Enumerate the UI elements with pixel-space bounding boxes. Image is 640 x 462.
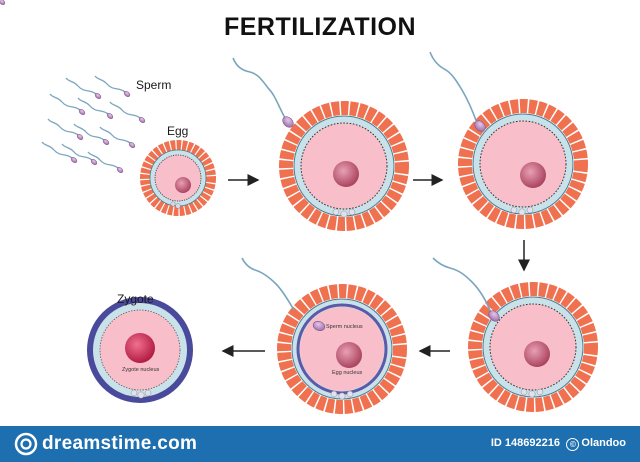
zygote-label: Zygote <box>117 292 154 306</box>
sperm-swarm <box>0 0 147 175</box>
egg-nucleus-label: Egg nucleus <box>332 370 363 376</box>
zygote-cell <box>87 297 193 403</box>
egg-cell-stage-2 <box>279 101 409 231</box>
fertilization-diagram: Sperm nucleus Egg nucleus Zygote nucleus <box>0 0 598 414</box>
egg-cell-small <box>140 140 216 216</box>
diagram-title: FERTILIZATION <box>223 13 417 41</box>
footer-author-name: Olandoo <box>581 437 626 449</box>
dreamstime-logo-icon <box>14 432 38 456</box>
egg-cell-stage-4 <box>468 282 598 412</box>
footer-site-name: dreamstime.com <box>42 433 198 454</box>
sperm-penetrating-3 <box>429 51 486 132</box>
sperm-cell <box>0 0 6 5</box>
sperm-penetrating-4 <box>432 257 500 322</box>
egg-label: Egg <box>167 124 189 138</box>
sperm-label: Sperm <box>136 78 172 92</box>
copyright-icon: © <box>566 438 580 451</box>
zygote-nucleus-label: Zygote nucleus <box>122 367 160 373</box>
footer-bar: dreamstime.com ID 148692216 ©Olandoo <box>0 426 640 462</box>
egg-cell-stage-5 <box>277 284 407 414</box>
sperm-nucleus-label: Sperm nucleus <box>326 324 363 330</box>
sperm-penetrating-2 <box>232 57 294 128</box>
egg-cell-stage-3 <box>458 99 588 229</box>
footer-author: ©Olandoo <box>566 437 626 451</box>
footer-image-id: ID 148692216 <box>490 437 560 449</box>
sperm-tail-5 <box>241 257 295 311</box>
